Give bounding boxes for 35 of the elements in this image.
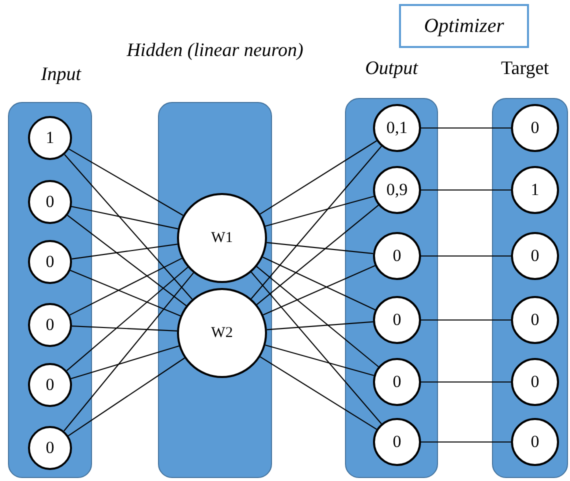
connection-line: [421, 441, 511, 443]
layer-title: Target: [500, 57, 550, 81]
connection-line: [69, 258, 182, 316]
connection-line: [72, 244, 178, 260]
connection-line: [421, 189, 511, 191]
connection-line: [68, 148, 184, 216]
connection-line: [70, 346, 180, 380]
connection-line: [68, 358, 185, 436]
layer-title: Output: [364, 57, 420, 81]
connection-line: [260, 140, 377, 215]
connection-line: [421, 319, 511, 321]
optimizer-box: Optimizer: [399, 4, 529, 48]
connection-line: [421, 255, 511, 257]
connection-line: [266, 321, 374, 330]
connection-line: [265, 196, 374, 227]
connection-line: [70, 270, 181, 316]
layer-title: Hidden (linear neuron): [126, 39, 304, 63]
layer-title: Input: [40, 63, 82, 87]
connection-line: [265, 344, 374, 376]
connection-line: [421, 381, 511, 383]
connection-line: [66, 266, 188, 372]
connection-line: [262, 256, 376, 310]
connection-line: [256, 204, 379, 305]
connection-line: [266, 242, 374, 254]
connection-line: [71, 206, 178, 230]
connection-line: [421, 127, 511, 129]
connection-line: [72, 325, 178, 332]
connection-line: [260, 356, 377, 430]
connection-line: [250, 146, 382, 300]
connection-line: [64, 272, 194, 432]
connection-line: [262, 265, 376, 316]
connection-line: [64, 154, 193, 300]
connection-line: [256, 266, 379, 368]
connection-line: [67, 214, 187, 306]
connection-line: [250, 272, 382, 424]
